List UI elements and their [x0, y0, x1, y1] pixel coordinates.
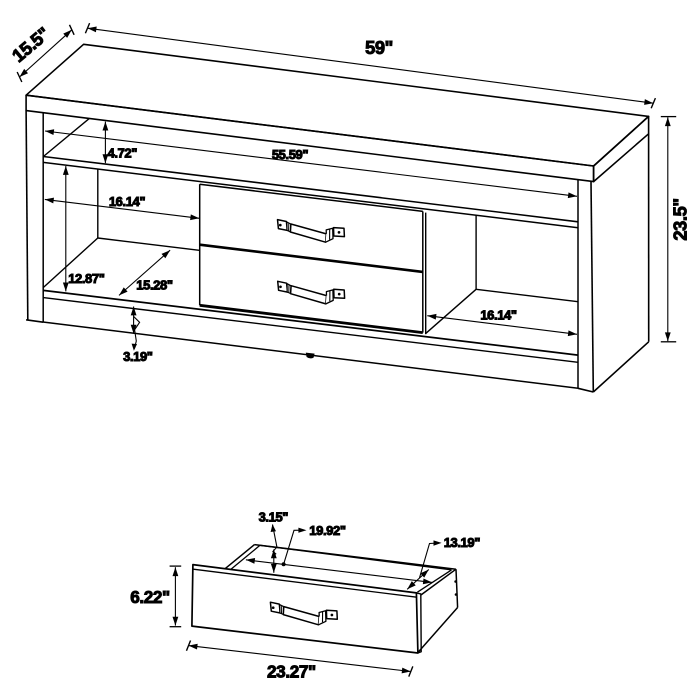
svg-text:3.15": 3.15" — [259, 509, 289, 524]
svg-text:19.92": 19.92" — [309, 523, 346, 538]
svg-text:55.59": 55.59" — [272, 147, 309, 162]
svg-text:4.72": 4.72" — [108, 145, 138, 160]
svg-text:12.87": 12.87" — [68, 271, 105, 286]
svg-text:23.27": 23.27" — [267, 662, 316, 682]
svg-text:23.5": 23.5" — [670, 198, 691, 240]
svg-text:6.22": 6.22" — [130, 587, 170, 607]
svg-text:59": 59" — [365, 37, 393, 58]
svg-text:15.5": 15.5" — [8, 23, 54, 66]
svg-text:16.14": 16.14" — [109, 194, 146, 209]
svg-text:16.14": 16.14" — [480, 308, 517, 323]
svg-text:13.19": 13.19" — [444, 535, 481, 550]
svg-text:3.19": 3.19" — [123, 349, 153, 364]
svg-text:15.28": 15.28" — [136, 277, 173, 292]
